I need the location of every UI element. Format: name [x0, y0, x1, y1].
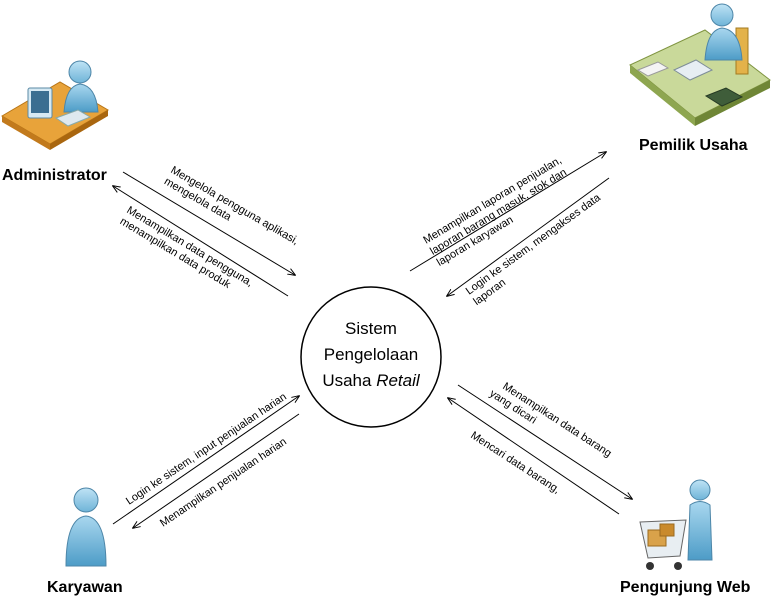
arrow-employee-out	[133, 413, 300, 528]
central-process: Sistem Pengelolaan Usaha Retail	[300, 286, 442, 428]
flow-label-employee-out: Menampilkan penjualan harian	[158, 436, 289, 530]
arrow-visitor-in	[448, 398, 620, 515]
arrow-owner-out	[409, 152, 606, 272]
center-title-line1: Sistem	[345, 319, 397, 338]
center-title-line2: Pengelolaan	[324, 345, 419, 364]
actor-name-administrator: Administrator	[2, 167, 107, 184]
data-flow-arrows	[113, 152, 632, 528]
flow-label-visitor-in: Mencari data barang,	[468, 429, 562, 496]
actor-name-visitor: Pengunjung Web	[620, 579, 751, 596]
actor-name-owner: Pemilik Usaha	[639, 137, 748, 154]
arrow-owner-in	[447, 177, 610, 296]
arrow-admin-out	[113, 186, 289, 297]
center-title-line3: Usaha Retail	[322, 371, 421, 390]
arrow-visitor-out	[457, 384, 632, 499]
actor-name-employee: Karyawan	[47, 579, 123, 596]
owner-desk-icon	[629, 3, 771, 126]
arrow-employee-in	[112, 396, 299, 525]
shopping-cart-person-icon	[639, 479, 713, 570]
arrow-admin-in	[122, 171, 295, 275]
flow-label-admin-out: Menampilkan data pengguna, menampilkan d…	[118, 204, 258, 302]
person-icon	[65, 487, 107, 567]
admin-computer-icon	[1, 60, 109, 150]
flow-label-owner-out: Menampilkan laporan penjualan, laporan b…	[421, 153, 579, 269]
